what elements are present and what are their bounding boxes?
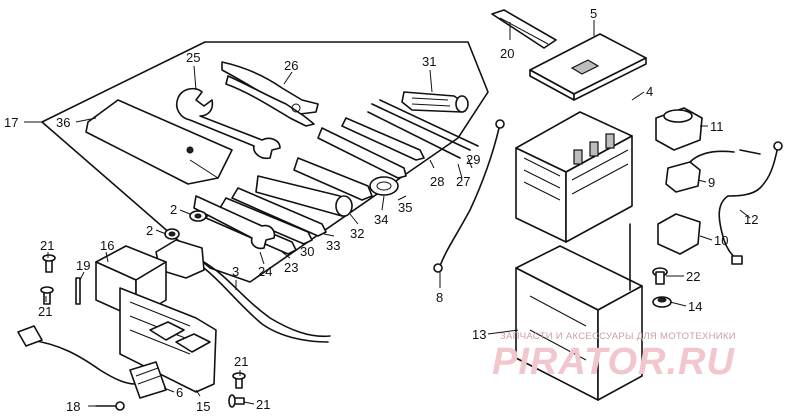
wrench-handle <box>193 195 276 250</box>
screwdriver-handle <box>401 91 469 113</box>
callout-3: 3 <box>232 264 239 279</box>
callout-29: 29 <box>466 152 480 167</box>
pliers <box>221 61 319 127</box>
leader-lines <box>24 20 751 407</box>
callout-34: 34 <box>374 212 388 227</box>
callout-12: 12 <box>744 212 758 227</box>
battery-strap <box>491 9 557 49</box>
callout-21d: 21 <box>256 397 270 412</box>
starter-solenoid <box>665 149 761 193</box>
bolt-22 <box>652 267 668 285</box>
callout-9: 9 <box>708 175 715 190</box>
relay <box>655 107 703 151</box>
callout-27: 27 <box>456 174 470 189</box>
callout-21c: 21 <box>234 354 248 369</box>
cable-8 <box>433 119 505 273</box>
spark-plug-wrench <box>293 157 399 201</box>
callout-20: 20 <box>500 46 514 61</box>
callout-30: 30 <box>300 244 314 259</box>
callout-6: 6 <box>176 385 183 400</box>
callout-32: 32 <box>350 226 364 241</box>
solenoid-10 <box>657 213 701 255</box>
open-end-wrench <box>175 87 281 160</box>
callout-14: 14 <box>688 299 702 314</box>
callout-5: 5 <box>590 6 597 21</box>
callout-23: 23 <box>284 260 298 275</box>
wire-harness-12 <box>718 141 783 265</box>
callout-36: 36 <box>56 115 70 130</box>
watermark: ЗАПЧАСТИ И АКСЕССУАРЫ ДЛЯ МОТОТЕХНИКИ PI… <box>492 331 736 383</box>
callout-11: 11 <box>710 119 724 134</box>
bolts-21 <box>40 254 246 408</box>
callout-13: 13 <box>472 327 486 342</box>
callout-8: 8 <box>436 290 443 305</box>
screw-18 <box>95 401 125 411</box>
battery <box>515 111 633 243</box>
callout-2b: 2 <box>146 223 153 238</box>
callout-28: 28 <box>430 174 444 189</box>
callout-21b: 21 <box>38 304 52 319</box>
tool-bag <box>85 99 233 185</box>
callout-15: 15 <box>196 399 210 414</box>
bolt-washers <box>164 210 207 240</box>
callout-10: 10 <box>714 233 728 248</box>
callout-26: 26 <box>284 58 298 73</box>
callout-labels: 17 36 25 26 31 20 5 4 11 29 28 27 9 35 1… <box>4 6 758 414</box>
pin-19 <box>75 277 81 305</box>
callout-22: 22 <box>686 269 700 284</box>
box-wrench-tube <box>255 175 353 217</box>
callout-2a: 2 <box>170 202 177 217</box>
callout-16: 16 <box>100 238 114 253</box>
battery-box <box>515 223 643 401</box>
callout-18: 18 <box>66 399 80 414</box>
callout-19: 19 <box>76 258 90 273</box>
callout-17: 17 <box>4 115 18 130</box>
callout-33: 33 <box>326 238 340 253</box>
watermark-tagline: ЗАПЧАСТИ И АКСЕССУАРЫ ДЛЯ МОТОТЕХНИКИ <box>500 331 736 342</box>
callout-21a: 21 <box>40 238 54 253</box>
callout-24: 24 <box>258 264 272 279</box>
watermark-brand: PIRATOR.RU <box>492 341 735 383</box>
callout-4: 4 <box>646 84 653 99</box>
callout-31: 31 <box>422 54 436 69</box>
callout-25: 25 <box>186 50 200 65</box>
wire-harness-6 <box>17 325 167 399</box>
callout-35: 35 <box>398 200 412 215</box>
grommet-14 <box>652 296 672 308</box>
battery-cover <box>529 33 647 101</box>
screwdriver-bits <box>317 99 479 179</box>
